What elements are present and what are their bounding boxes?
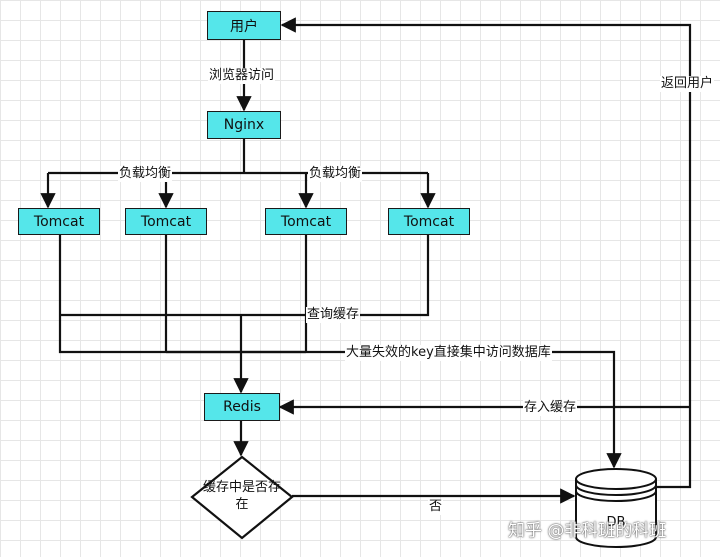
edge-tomcat4-cache xyxy=(60,235,430,317)
tomcat-node-2: Tomcat xyxy=(125,208,207,235)
browser-access-label: 浏览器访问 xyxy=(208,68,276,84)
user-node: 用户 xyxy=(207,11,281,40)
query-cache-label: 查询缓存 xyxy=(306,307,361,323)
store-cache-label: 存入缓存 xyxy=(523,400,578,416)
edge-mass-expiry xyxy=(166,350,622,469)
load-balance-label-right: 负载均衡 xyxy=(308,166,363,182)
redis-node: Redis xyxy=(204,393,280,421)
load-balance-label-left: 负载均衡 xyxy=(118,166,173,182)
db-label: DB xyxy=(606,515,626,530)
nginx-node: Nginx xyxy=(207,111,281,139)
tomcat-node-3: Tomcat xyxy=(265,208,347,235)
decision-label: 缓存中是否存在 xyxy=(202,480,281,512)
edge-tomcat1-cache xyxy=(58,235,306,354)
mass-expiry-label: 大量失效的key直接集中访问数据库 xyxy=(345,345,552,361)
db-cylinder xyxy=(575,468,657,548)
tomcat-node-4: Tomcat xyxy=(388,208,470,235)
tomcat-node-1: Tomcat xyxy=(18,208,100,235)
return-user-label: 返回用户 xyxy=(660,76,715,92)
watermark: 知乎 @非科班的科班 xyxy=(508,521,667,541)
decision-diamond xyxy=(190,455,294,540)
edge-db-user xyxy=(280,17,692,489)
no-label: 否 xyxy=(428,499,444,515)
